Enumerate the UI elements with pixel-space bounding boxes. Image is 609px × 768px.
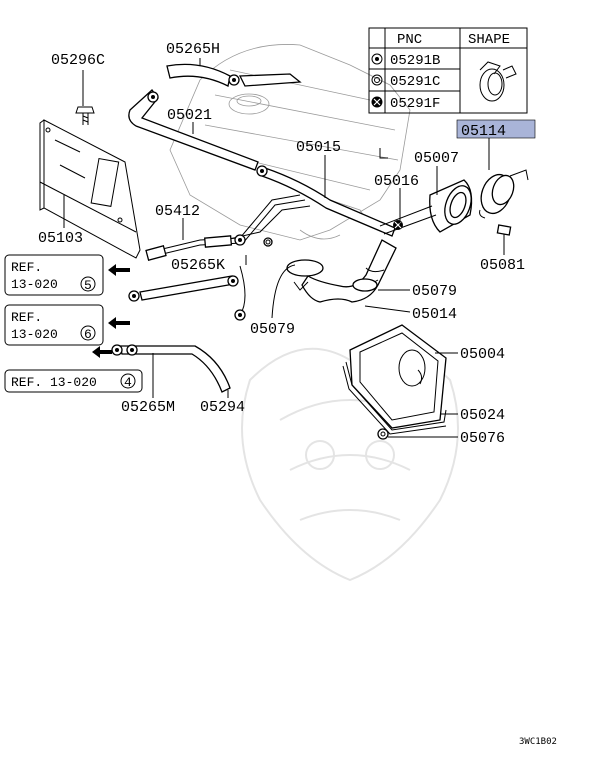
ref-box-4-number: 4 bbox=[124, 375, 132, 390]
label-05412: 05412 bbox=[155, 203, 200, 220]
filler-hose-05014 bbox=[286, 239, 397, 303]
clamp-symbol-b bbox=[228, 74, 240, 86]
hose-05021 bbox=[128, 89, 259, 171]
label-05004: 05004 bbox=[460, 346, 505, 363]
label-05265m: 05265M bbox=[121, 399, 175, 416]
clamp-symbol-b bbox=[128, 290, 140, 302]
arrow-left-icon bbox=[108, 317, 130, 329]
clamp-symbol-f bbox=[393, 220, 403, 230]
leader-lines bbox=[63, 58, 505, 438]
clamp-symbol-b bbox=[256, 165, 268, 177]
pnc-table: PNC SHAPE 05291B 05291C 05291F bbox=[368, 27, 528, 114]
label-05081: 05081 bbox=[480, 257, 525, 274]
ref-box-5-line2: 13-020 bbox=[11, 277, 58, 292]
clamp-symbol-c bbox=[263, 237, 273, 247]
label-05007: 05007 bbox=[414, 150, 459, 167]
ref-box-5-number: 5 bbox=[84, 278, 92, 293]
label-05024: 05024 bbox=[460, 407, 505, 424]
label-05016: 05016 bbox=[374, 173, 419, 190]
pnc-row-1: 05291B bbox=[390, 53, 440, 69]
ref-box-6-number: 6 bbox=[84, 327, 92, 342]
heat-shield-plate bbox=[39, 119, 141, 259]
label-05114: 05114 bbox=[461, 123, 506, 140]
ref-box-5[interactable]: REF. 13-020 5 bbox=[4, 254, 104, 296]
bolt-05296c bbox=[75, 106, 95, 125]
arrow-left-icon bbox=[92, 346, 112, 358]
diagram-code: 3WC1B02 bbox=[519, 737, 557, 747]
hose-clamp-shape-icon bbox=[479, 61, 517, 102]
clamp-symbol-b bbox=[234, 309, 246, 321]
filler-box-05004 bbox=[349, 324, 447, 429]
ref-box-6-line1: REF. bbox=[11, 310, 42, 325]
label-05103: 05103 bbox=[38, 230, 83, 247]
ref-box-4[interactable]: REF. 13-020 4 bbox=[4, 369, 143, 393]
direction-arrows bbox=[92, 264, 130, 358]
hose-05015 bbox=[261, 167, 396, 237]
clamp-symbols bbox=[111, 74, 403, 356]
gasket-05024 bbox=[342, 361, 447, 435]
label-05296c: 05296C bbox=[51, 52, 105, 69]
label-05079-upper: 05079 bbox=[412, 283, 457, 300]
clamp-symbol-b bbox=[234, 234, 246, 246]
label-05021: 05021 bbox=[167, 107, 212, 124]
hose-05265h bbox=[166, 63, 302, 87]
ref-box-6-line2: 13-020 bbox=[11, 327, 58, 342]
clamp-symbol-b bbox=[126, 344, 138, 356]
label-05265h: 05265H bbox=[166, 41, 220, 58]
label-05014: 05014 bbox=[412, 306, 457, 323]
hose-05265k bbox=[139, 275, 235, 301]
clamp-symbol-b bbox=[111, 344, 123, 356]
pnc-row-2: 05291C bbox=[390, 74, 440, 90]
ref-box-5-line1: REF. bbox=[11, 260, 42, 275]
double-circle-icon bbox=[371, 74, 383, 86]
filler-neck-05007 bbox=[379, 179, 473, 235]
arrow-left-icon bbox=[108, 264, 130, 276]
table-header-pnc: PNC bbox=[397, 32, 422, 48]
label-05265k: 05265K bbox=[171, 257, 225, 274]
fuel-cap-05114 bbox=[479, 169, 529, 219]
label-05079-lower: 05079 bbox=[250, 321, 295, 338]
highlight-box-05114 bbox=[456, 119, 536, 139]
clamp-symbol-b bbox=[147, 91, 159, 103]
dot-circle-icon bbox=[371, 53, 383, 65]
pnc-row-3: 05291F bbox=[390, 96, 440, 112]
label-05076: 05076 bbox=[460, 430, 505, 447]
ref-box-4-text: REF. 13-020 bbox=[11, 375, 97, 390]
clamp-symbol-b bbox=[227, 275, 239, 287]
bolt-05081 bbox=[496, 224, 512, 244]
cross-circle-icon bbox=[371, 96, 383, 108]
label-05015: 05015 bbox=[296, 139, 341, 156]
screw-05076 bbox=[377, 428, 389, 440]
table-header-shape: SHAPE bbox=[468, 32, 510, 48]
ref-box-6[interactable]: REF. 13-020 6 bbox=[4, 304, 104, 346]
label-05294: 05294 bbox=[200, 399, 245, 416]
